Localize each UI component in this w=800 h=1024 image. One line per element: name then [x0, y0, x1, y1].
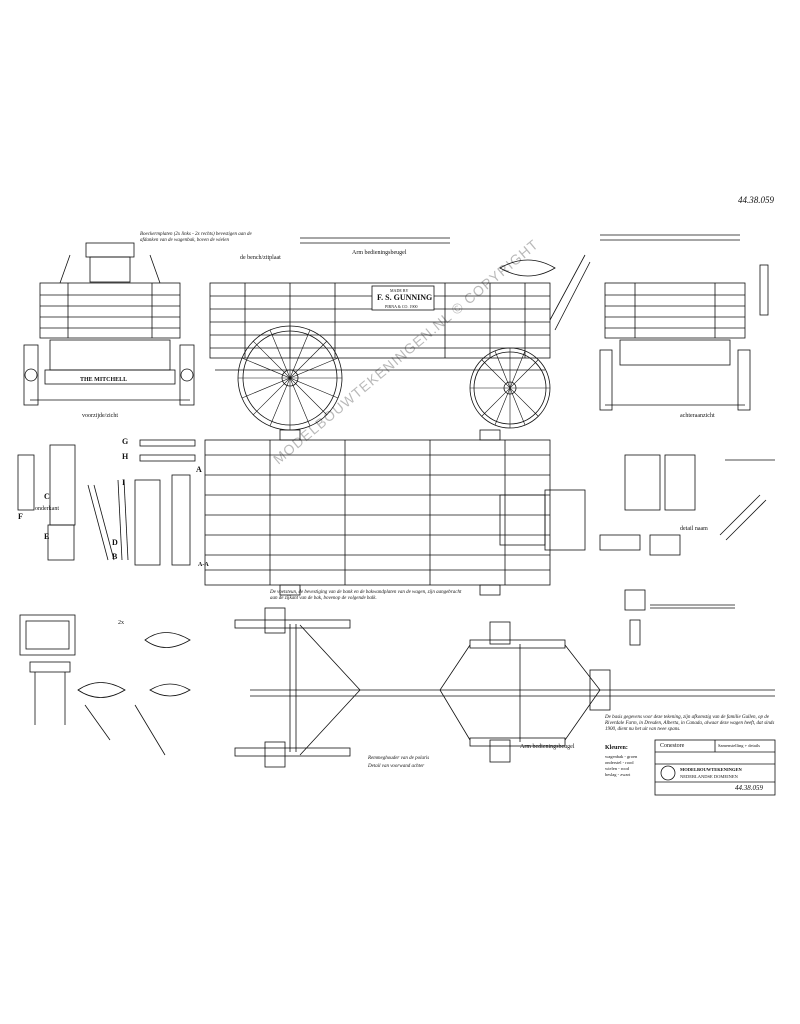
- bottom-note: Remmeghouder van de polaris: [368, 756, 430, 761]
- rear-view-label: achteraanzicht: [680, 413, 715, 419]
- right-details-drawing: [599, 454, 775, 646]
- title-block-frame: [654, 739, 776, 796]
- title-block-row1-right: Samenstelling + details: [718, 743, 761, 748]
- legend-title: Kleuren:: [605, 745, 628, 751]
- legend-item-4: beslag - zwart: [605, 772, 631, 777]
- plan-view-drawing: [204, 429, 586, 596]
- detail-letter-a: A: [196, 465, 202, 474]
- small-label-4: Arm bedieningsbeugel: [520, 744, 575, 750]
- undercarriage-drawing: [77, 607, 775, 768]
- side-section-label: Arm bedieningsbeugel: [352, 250, 407, 256]
- drawing-number-top: 44.38.059: [738, 195, 774, 205]
- front-plate-text: THE MITCHELL: [80, 377, 128, 383]
- legend-item-2: onderstel - rood: [605, 760, 634, 765]
- top-note: Boeckermplaten (2x links - 2x rechts) be…: [140, 232, 252, 243]
- right-paragraph-note: De basis gegevens voor deze tekening, zi…: [605, 715, 775, 732]
- bench-plan-label: de bench/zitplaat: [240, 255, 281, 261]
- detail-letter-i: I: [122, 478, 126, 487]
- small-label-3: 2x: [118, 620, 124, 626]
- front-view-drawing: [23, 242, 195, 406]
- detail-letter-g: G: [122, 437, 129, 446]
- detail-letter-f: F: [18, 512, 23, 521]
- detail-letter-c: C: [44, 492, 50, 501]
- legend-item-3: wielen - rood: [605, 766, 629, 771]
- title-block-row1-left: Conestore: [660, 743, 685, 749]
- side-panel-line2: F. S. GUNNING: [377, 293, 433, 302]
- small-label-1: detail naam: [680, 526, 708, 532]
- mid-paragraph-note: De voetsteun, de bevestiging van de bank…: [270, 590, 462, 601]
- side-panel-line1: MADE BY: [390, 288, 409, 293]
- side-view-drawing: [209, 237, 591, 431]
- front-view-label: voorzijde/zicht: [82, 413, 118, 419]
- left-details-drawing: [17, 439, 196, 566]
- side-panel-line3: PIRNA & CO. 1900: [385, 304, 418, 309]
- title-block-row3: NEDERLANDSE DOMEINEN: [680, 774, 738, 779]
- legend-item-1: wagenbak - groen: [605, 754, 638, 759]
- rear-view-drawing: [599, 234, 769, 411]
- detail-letter-d: D: [112, 538, 118, 547]
- detail-letter-e: E: [44, 532, 50, 541]
- detail-letter-h: H: [122, 452, 129, 461]
- title-block-row2: MODELBOUWTEKENINGEN: [680, 767, 742, 772]
- bottom-note-2: Detail van voorwand achter: [368, 764, 425, 769]
- detail-letter-b: B: [112, 552, 118, 561]
- small-label-2: onderkant: [35, 506, 59, 512]
- detail-letter-aa: A-A: [198, 562, 209, 568]
- title-block-number: 44.38.059: [735, 784, 763, 792]
- bottom-left-details-drawing: [19, 614, 166, 756]
